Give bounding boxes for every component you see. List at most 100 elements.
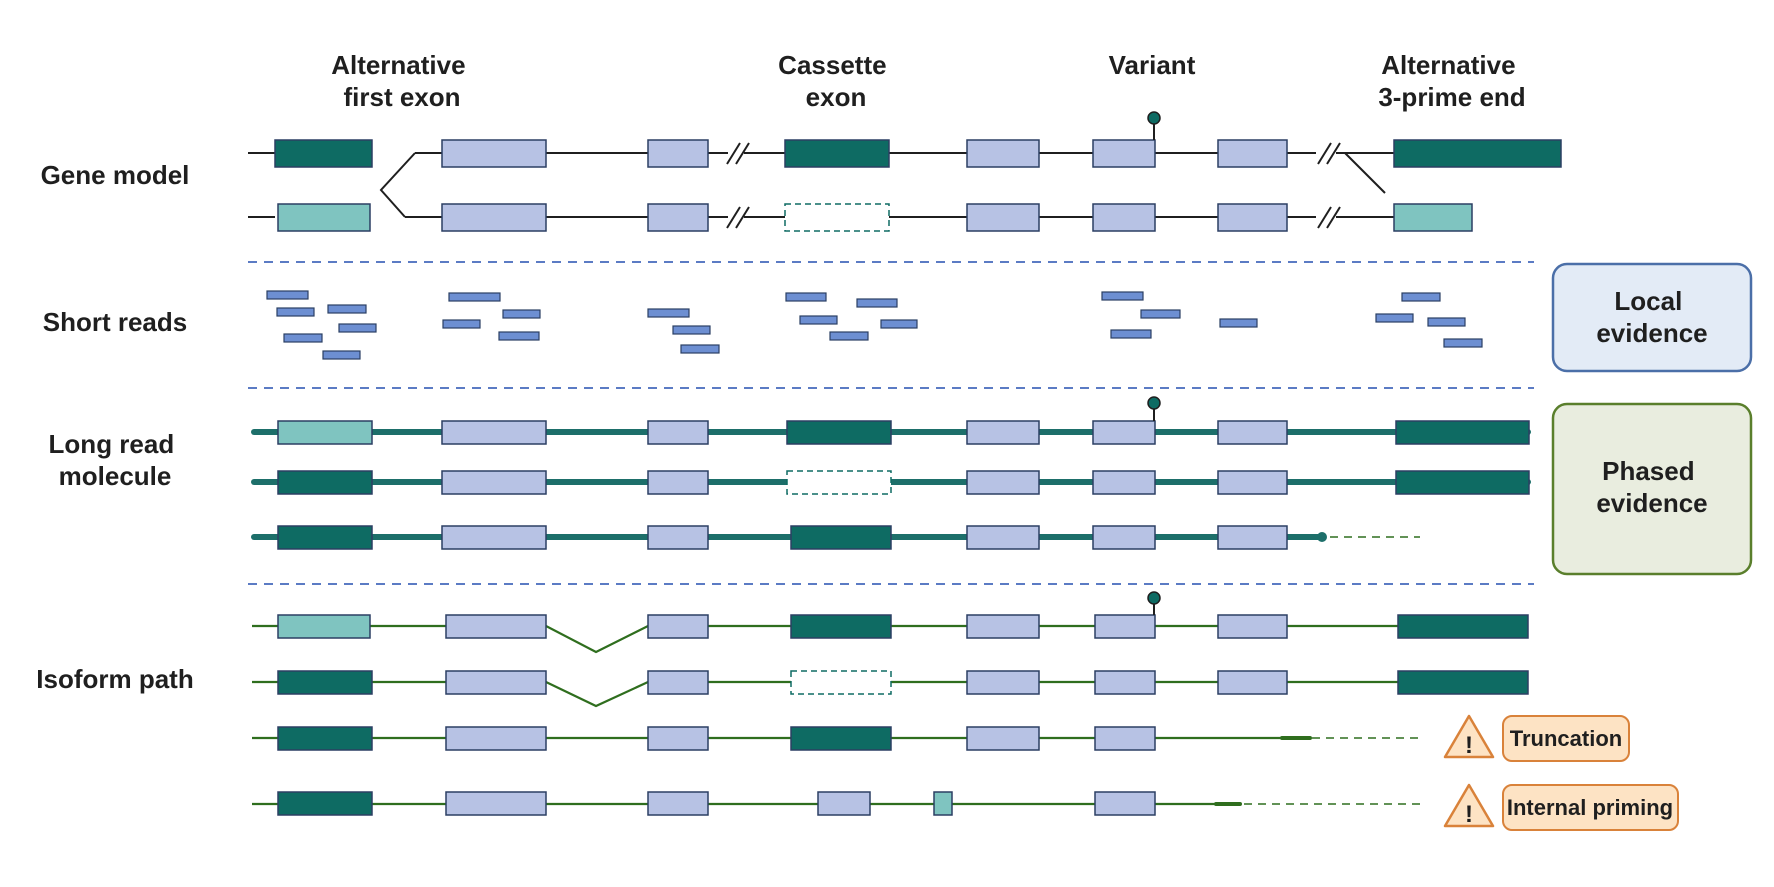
exon	[441, 470, 547, 495]
exon	[1217, 525, 1288, 550]
exon	[647, 203, 709, 232]
local-evidence-box: Local evidence	[1551, 262, 1753, 373]
short-read	[266, 290, 309, 300]
header-alternative-first-exon: Alternative first exon	[331, 50, 473, 112]
variant-marker	[1147, 111, 1161, 140]
exon	[966, 139, 1040, 168]
alt-first-exon-dark	[277, 470, 373, 495]
short-read	[1101, 291, 1144, 301]
exon	[445, 726, 547, 751]
short-read	[1443, 338, 1483, 348]
phased-evidence-box: Phased evidence	[1551, 402, 1753, 576]
short-read	[327, 304, 367, 314]
exon	[647, 670, 709, 695]
header-cassette-exon: Cassette exon	[778, 50, 894, 112]
alt-first-exon-dark	[274, 139, 373, 168]
three-prime-branch	[1344, 152, 1386, 194]
short-read	[1140, 309, 1181, 319]
axis-break-mark	[735, 142, 750, 165]
axis-break-mark	[1326, 142, 1341, 165]
exon	[1217, 614, 1288, 639]
exon	[647, 525, 709, 550]
alt-3prime-end-long	[1397, 614, 1529, 639]
short-read	[502, 309, 541, 319]
section-separators	[248, 261, 1534, 585]
small-exon-fragment	[933, 791, 953, 816]
alt-first-exon-dark	[277, 791, 373, 816]
row-label-short-reads: Short reads	[43, 307, 188, 337]
variant-exon	[1092, 139, 1156, 168]
alt-first-exon-dark	[277, 525, 373, 550]
exon	[1217, 420, 1288, 445]
alt-first-exon-light	[277, 203, 371, 232]
splice-junction	[545, 625, 649, 654]
exon	[966, 614, 1040, 639]
splice-junction	[545, 681, 649, 708]
exon	[1094, 791, 1156, 816]
cassette-exon-included	[784, 139, 890, 168]
row-label-isoform-path: Isoform path	[36, 664, 193, 694]
short-read	[829, 331, 869, 341]
exon	[647, 726, 709, 751]
cassette-exon-included	[790, 614, 892, 639]
exon	[647, 139, 709, 168]
cassette-exon-skipped	[784, 203, 890, 232]
column-headers: Alternative first exon Cassette exon Var…	[331, 50, 1526, 112]
alt-first-exon-light	[277, 420, 373, 445]
short-read	[442, 319, 481, 329]
isoform-path-track	[252, 591, 1529, 816]
exon	[1217, 203, 1288, 232]
row-label-gene-model: Gene model	[41, 160, 190, 190]
short-read	[672, 325, 711, 335]
local-evidence-label: Local evidence	[1596, 286, 1707, 348]
gene-model-track	[248, 111, 1562, 232]
read-end-marker	[1317, 532, 1327, 542]
short-read	[680, 344, 720, 354]
short-read	[1110, 329, 1152, 339]
exon	[441, 203, 547, 232]
exon	[445, 614, 547, 639]
exon	[1217, 670, 1288, 695]
cassette-exon-skipped	[790, 670, 892, 695]
exon	[1092, 470, 1156, 495]
short-read	[785, 292, 827, 302]
exon	[647, 614, 709, 639]
exon	[647, 791, 709, 816]
header-alternative-3prime-end: Alternative 3-prime end	[1378, 50, 1525, 112]
cassette-exon-included	[786, 420, 892, 445]
exon	[1217, 139, 1288, 168]
svg-text:!: !	[1465, 732, 1473, 759]
internal-priming-warning: ! Internal priming	[1443, 783, 1679, 831]
exon	[441, 525, 547, 550]
short-read	[338, 323, 377, 333]
exon	[966, 670, 1040, 695]
exon	[966, 203, 1040, 232]
variant-exon	[1092, 420, 1156, 445]
exon	[1217, 470, 1288, 495]
first-exon-branch	[379, 152, 416, 218]
truncation-warning: ! Truncation	[1443, 714, 1630, 762]
short-reads-track	[266, 290, 1483, 360]
exon	[1092, 525, 1156, 550]
exon	[647, 420, 709, 445]
alt-first-exon-dark	[277, 726, 373, 751]
phased-evidence-label: Phased evidence	[1596, 456, 1707, 518]
short-read	[1401, 292, 1441, 302]
alt-3prime-end-long	[1395, 420, 1530, 445]
variant-exon	[1094, 614, 1156, 639]
variant-marker	[1147, 591, 1161, 615]
truncation-label: Truncation	[1510, 726, 1622, 751]
exon	[966, 726, 1040, 751]
alt-first-exon-light	[277, 614, 371, 639]
alt-first-exon-dark	[277, 670, 373, 695]
axis-break-mark	[735, 206, 750, 229]
short-read	[283, 333, 323, 343]
short-read	[276, 307, 315, 317]
alt-3prime-end-long	[1395, 470, 1530, 495]
exon	[817, 791, 871, 816]
exon	[1092, 203, 1156, 232]
alt-3prime-end-long	[1393, 139, 1562, 168]
svg-text:!: !	[1465, 801, 1473, 828]
axis-break-mark	[1317, 142, 1332, 165]
